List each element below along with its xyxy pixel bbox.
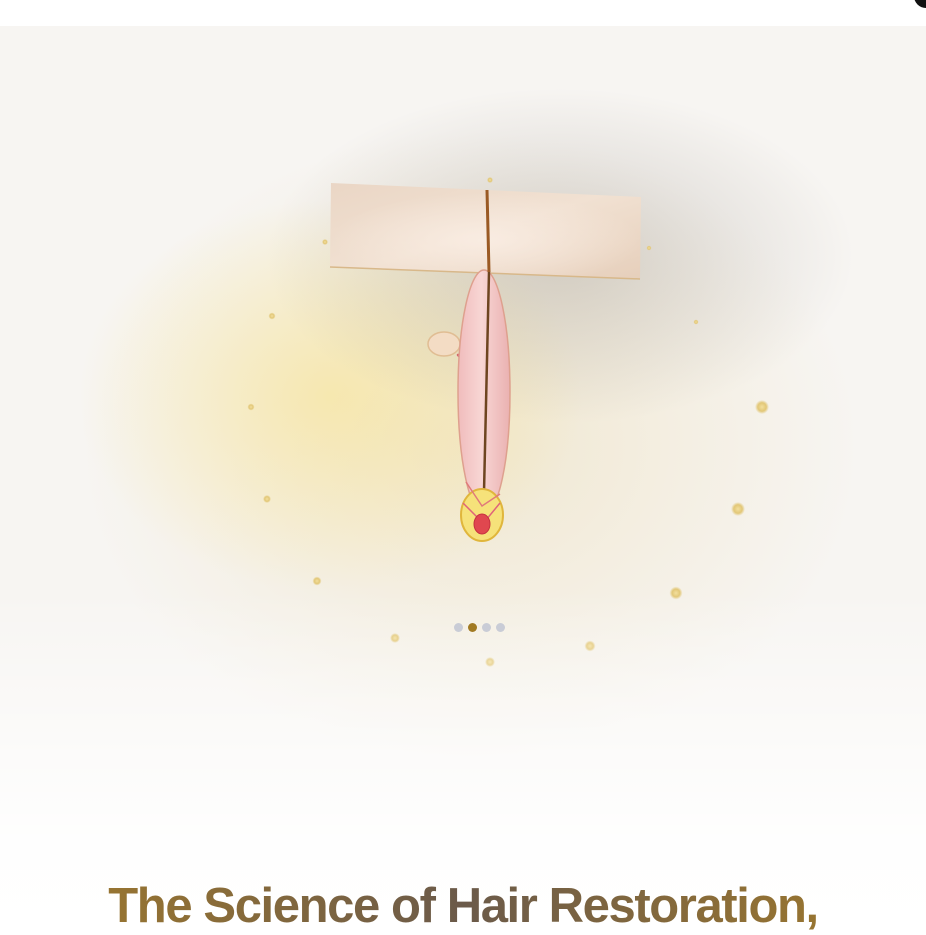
carousel-indicators <box>454 623 505 632</box>
hero-headline: The Science of Hair Restoration, <box>0 876 926 935</box>
carousel-dot-4[interactable] <box>496 623 505 632</box>
skin-layer <box>329 183 641 280</box>
avatar-icon[interactable] <box>914 0 926 8</box>
carousel-dot-2[interactable] <box>468 623 477 632</box>
top-bar <box>0 0 926 26</box>
carousel-dot-1[interactable] <box>454 623 463 632</box>
carousel-dot-3[interactable] <box>482 623 491 632</box>
